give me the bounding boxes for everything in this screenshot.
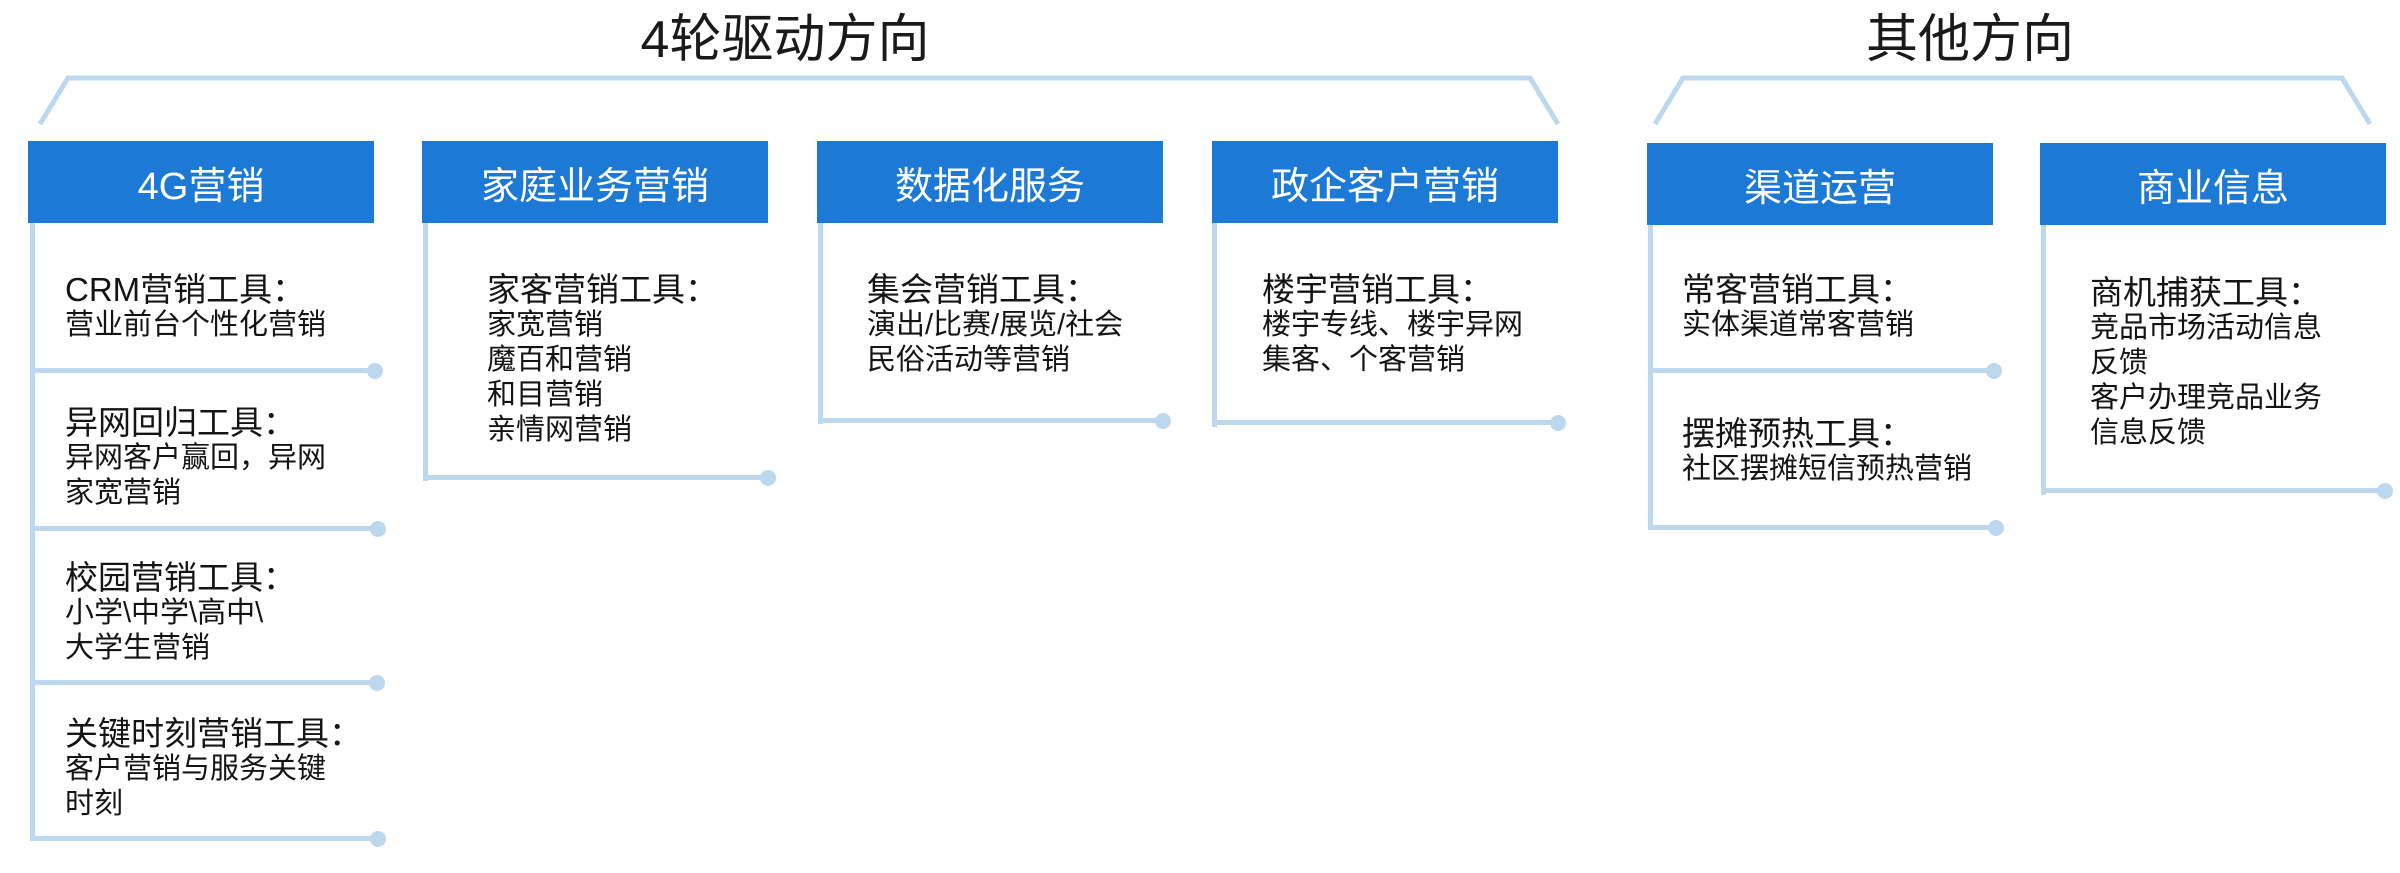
tool-desc-line: 大学生营销 [65,632,211,664]
tool-desc-line: 楼宇专线、楼宇异网 [1262,309,1524,341]
divider-end-dot [760,470,776,486]
tool-desc-line: 和目营销 [487,379,604,411]
tool-block-gathering: 集会营销工具： 演出/比赛/展览/社会 民俗活动等营销 [867,272,1123,378]
column-connector [1648,225,1653,530]
divider-end-dot [1550,415,1566,431]
divider-end-dot [1986,363,2002,379]
tool-desc-line: 客户营销与服务关键 [65,753,327,785]
tool-title: 校园营销工具： [65,559,296,596]
block-divider [30,526,378,531]
tool-desc-line: 信息反馈 [2090,417,2207,449]
column-connector [818,223,823,424]
tool-title: 关键时刻营销工具： [65,715,362,752]
group-title-four-wheel: 4轮驱动方向 [640,11,930,69]
block-divider [423,475,768,480]
group-title-other: 其他方向 [1865,11,2075,69]
divider-end-dot [370,521,386,537]
tool-desc-line: 客户办理竞品业务 [2090,382,2323,414]
tool-title: 摆摊预热工具： [1682,415,1913,452]
tool-block-key-moment: 关键时刻营销工具： 客户营销与服务关键 时刻 [65,716,362,822]
column-header-4g-marketing: 4G营销 [28,141,374,223]
divider-end-dot [369,675,385,691]
column-connector [2041,225,2046,495]
tool-desc-line: 家宽营销 [487,309,604,341]
tool-desc-line: 反馈 [2090,347,2149,379]
tool-title: 楼宇营销工具： [1262,271,1493,308]
tool-desc-line: 演出/比赛/展览/社会 [867,309,1124,341]
block-divider [1648,368,1994,373]
bracket-other [1652,75,2373,126]
block-divider [30,680,377,685]
tool-block-campus: 校园营销工具： 小学\中学\高中\ 大学生营销 [65,560,296,666]
bracket-four-wheel [37,75,1561,126]
block-divider [1212,420,1558,425]
tool-desc-line: 时刻 [65,788,124,820]
column-header-channel-ops: 渠道运营 [1647,143,1993,225]
tool-block-offnet-return: 异网回归工具： 异网客户赢回，异网 家宽营销 [65,405,326,511]
divider-end-dot [1155,413,1171,429]
tool-desc-line: 小学\中学\高中\ [65,597,264,629]
tool-desc-line: 魔百和营销 [487,344,633,376]
divider-end-dot [367,363,383,379]
column-header-business-info: 商业信息 [2040,143,2386,225]
tool-desc-line: 社区摆摊短信预热营销 [1682,453,1973,485]
block-divider [2041,488,2385,493]
column-header-home-business: 家庭业务营销 [422,141,768,223]
tool-desc-line: 集客、个客营销 [1262,344,1466,376]
tool-title: 常客营销工具： [1682,271,1913,308]
tool-title: 集会营销工具： [867,271,1098,308]
column-header-enterprise: 政企客户营销 [1212,141,1558,223]
column-connector [30,223,35,840]
block-divider [1648,525,1996,530]
column-connector [1212,223,1217,427]
tool-block-building: 楼宇营销工具： 楼宇专线、楼宇异网 集客、个客营销 [1262,272,1523,378]
divider-end-dot [370,831,386,847]
tool-title: 家客营销工具： [487,271,718,308]
tool-block-frequent-customer: 常客营销工具： 实体渠道常客营销 [1682,272,1914,343]
tool-block-opportunity: 商机捕获工具： 竞品市场活动信息 反馈 客户办理竞品业务 信息反馈 [2090,275,2322,451]
tool-title: 异网回归工具： [65,404,296,441]
tool-desc-line: 实体渠道常客营销 [1682,309,1915,341]
tool-title: CRM营销工具： [65,271,306,308]
block-divider [30,836,378,841]
block-divider [818,418,1163,423]
column-header-data-service: 数据化服务 [817,141,1163,223]
tool-title: 商机捕获工具： [2090,274,2321,311]
tool-desc-line: 异网客户赢回，异网 [65,442,327,474]
tool-desc-line: 家宽营销 [65,477,182,509]
tool-desc-line: 营业前台个性化营销 [65,309,327,341]
tool-desc-line: 民俗活动等营销 [867,344,1071,376]
tool-block-home-customer: 家客营销工具： 家宽营销 魔百和营销 和目营销 亲情网营销 [487,272,718,448]
tool-block-street-stall: 摆摊预热工具： 社区摆摊短信预热营销 [1682,416,1972,487]
divider-end-dot [1988,520,2004,536]
tool-block-crm: CRM营销工具： 营业前台个性化营销 [65,272,326,343]
block-divider [30,368,375,373]
tool-desc-line: 亲情网营销 [487,414,633,446]
divider-end-dot [2377,483,2393,499]
column-connector [423,223,428,481]
tool-desc-line: 竞品市场活动信息 [2090,312,2323,344]
